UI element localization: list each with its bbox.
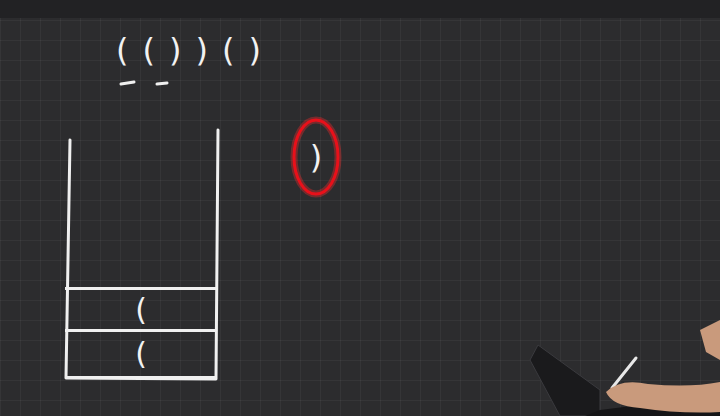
paren-char: ( [135,295,147,325]
hand [700,320,720,360]
paren-string: (())() [116,34,275,66]
stack-outline [66,130,218,379]
hand [606,382,720,413]
highlighted-char: ) [292,118,340,196]
top-band [0,0,720,18]
underline [121,82,134,84]
paren-char: ( [135,339,147,369]
laptop [530,345,600,416]
stack-cell: ( [65,287,217,332]
underline [157,83,167,84]
paren-char: ) [310,141,322,173]
stack-cell: ( [65,329,217,379]
